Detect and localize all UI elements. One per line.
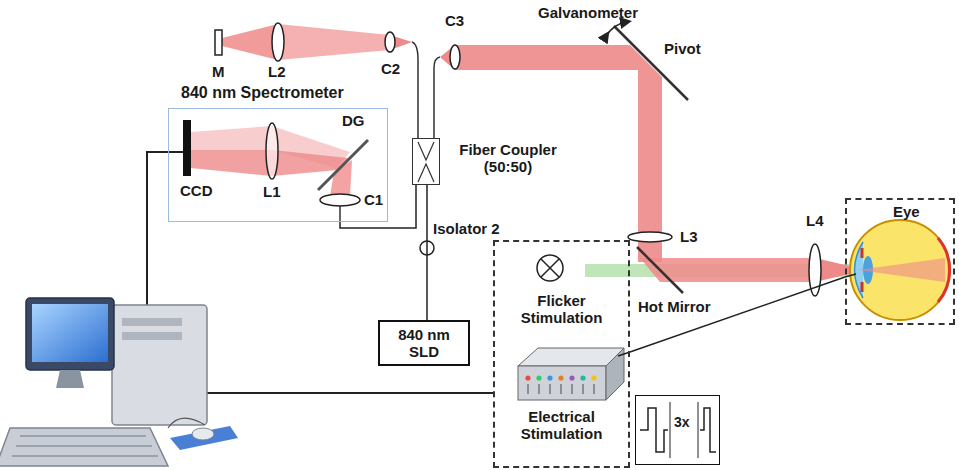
slider <box>527 384 529 394</box>
lens <box>272 23 284 61</box>
slider <box>538 384 540 394</box>
slider <box>549 384 551 394</box>
waveform-box: 3x <box>635 395 720 465</box>
collimator-lens <box>450 45 460 69</box>
rotation-arrow <box>606 22 626 36</box>
iris <box>861 282 864 292</box>
part-label: Hot Mirror <box>638 298 711 315</box>
knob <box>536 375 541 380</box>
waveform <box>640 408 668 452</box>
node-label: Eye <box>893 203 920 220</box>
reference-mirror <box>215 30 222 55</box>
part-label: L4 <box>806 212 824 229</box>
flicker-lamp-symbol <box>537 255 563 281</box>
stimulator-knobs <box>525 375 596 394</box>
optical-fiber <box>339 206 341 222</box>
lens <box>266 123 278 179</box>
flicker-lamp-symbol <box>541 259 559 277</box>
keyboard <box>0 428 168 466</box>
hot-mirror <box>637 247 683 293</box>
node-label: Fiber Coupler (50:50) <box>443 141 573 176</box>
part-label: Pivot <box>664 40 701 57</box>
sample-beam <box>640 258 815 282</box>
eye-panel: Eye <box>845 198 955 325</box>
repeat-bracket <box>670 402 698 458</box>
waveform <box>700 408 716 452</box>
slider <box>582 384 584 394</box>
part-label: DG <box>342 112 365 129</box>
stimulator-device <box>606 348 624 400</box>
eyeball <box>850 220 950 320</box>
iris <box>861 248 864 258</box>
knob <box>525 375 530 380</box>
cable <box>147 152 183 305</box>
knob <box>569 375 574 380</box>
knob <box>591 375 596 380</box>
part-label: L2 <box>268 63 286 80</box>
part-label: Isolator 2 <box>433 220 500 237</box>
node-label: 840 nm SLD <box>389 326 459 361</box>
part-label: CCD <box>180 182 213 199</box>
node-label: Flicker Stimulation <box>501 292 622 327</box>
ccd-sensor <box>183 120 191 176</box>
mouse-cable <box>168 418 205 428</box>
part-label: L3 <box>680 228 698 245</box>
optical-fiber <box>434 57 440 138</box>
slider <box>571 384 573 394</box>
drive-bay <box>122 318 182 326</box>
slider <box>593 384 595 394</box>
optical-fiber <box>426 185 428 320</box>
part-label: M <box>212 63 225 80</box>
stimulator-device <box>518 366 606 400</box>
coupler-fibers <box>418 142 434 182</box>
mouse <box>192 428 214 440</box>
drive-bay <box>122 332 182 340</box>
reference-beam <box>222 24 278 60</box>
light-source-box: 840 nm SLD <box>378 320 470 366</box>
knob <box>558 375 563 380</box>
spectrometer-beam <box>191 150 272 176</box>
lens <box>628 232 672 242</box>
computer-tower <box>112 305 207 425</box>
stimulation-panel: Flicker StimulationElectrical Stimulatio… <box>493 240 630 468</box>
diffraction-grating <box>318 140 368 190</box>
monitor <box>26 298 114 370</box>
node-label: 840 nm Spectrometer <box>181 84 344 102</box>
optical-fiber <box>630 277 845 352</box>
node-body: Electrical Stimulation <box>501 408 622 443</box>
part-label: C2 <box>381 60 400 77</box>
keyboard-keys <box>12 436 158 456</box>
monitor-stand <box>56 370 84 388</box>
mouse-pad <box>170 426 238 450</box>
part-label: C1 <box>364 191 383 208</box>
cable <box>205 392 493 394</box>
part-label: L1 <box>263 183 281 200</box>
galvanometer-mirror <box>614 26 688 100</box>
optical-fiber <box>412 42 418 138</box>
sample-beam <box>858 258 945 282</box>
reference-beam <box>278 24 390 60</box>
spectrometer-beam <box>191 126 272 150</box>
part-label: Galvanometer <box>538 4 638 21</box>
monitor-screen <box>32 304 108 362</box>
collimator-lens <box>385 32 395 52</box>
slider <box>560 384 562 394</box>
knob <box>547 375 552 380</box>
fiber-coupler: Fiber Coupler (50:50) <box>412 138 440 185</box>
collimator-lens <box>320 194 360 206</box>
knob <box>580 375 585 380</box>
part-label: C3 <box>445 12 464 29</box>
node-label: 3x <box>674 414 690 430</box>
